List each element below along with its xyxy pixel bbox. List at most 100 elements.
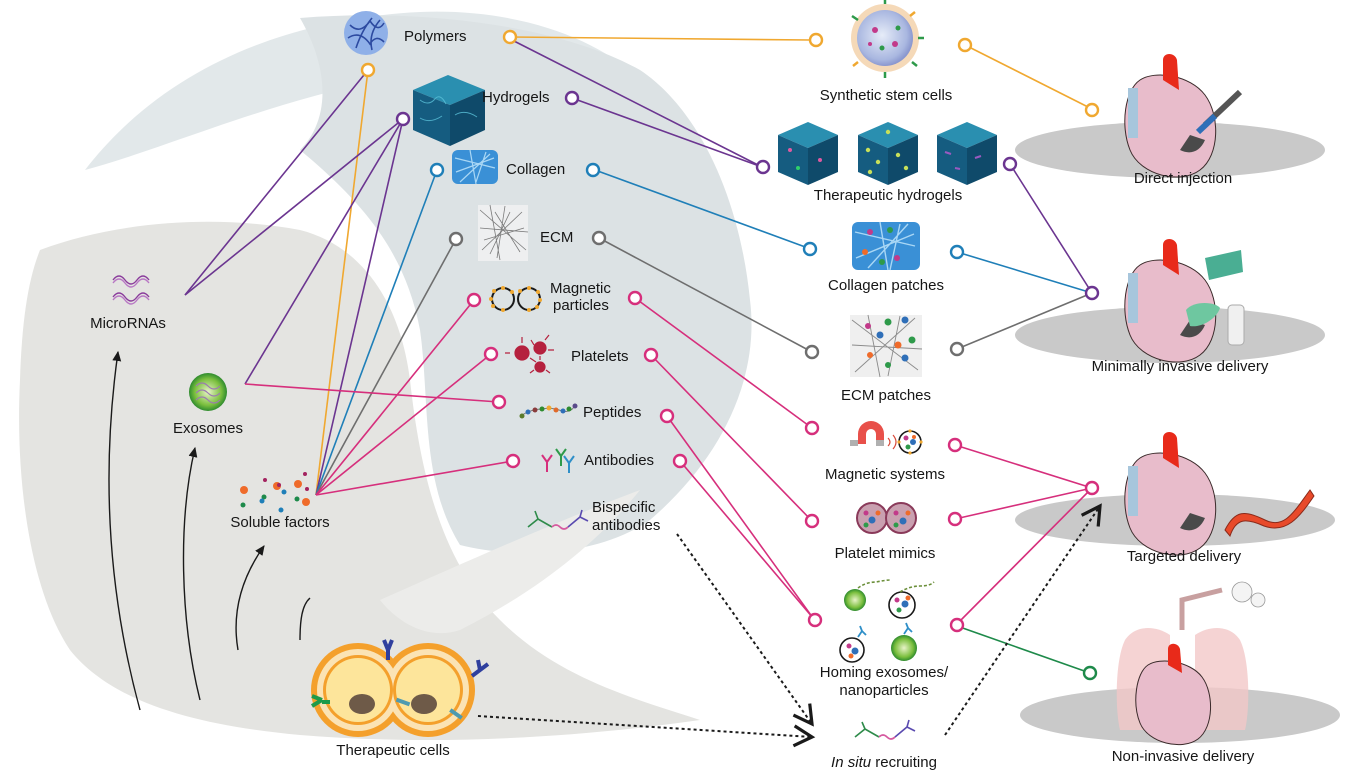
connectors [184,36,1093,674]
node-antibodies-right[interactable] [672,453,688,469]
line-platelets-mimics [650,354,813,522]
peptides-icon [519,403,578,419]
node-collagen-right[interactable] [585,162,601,178]
label-peptides: Peptides [583,404,642,421]
line-polymers-therhydrogels [511,39,763,168]
node-antibodies-left[interactable] [505,453,521,469]
node-synthetic-left[interactable] [808,32,824,48]
connector-nodes [360,29,1100,681]
soluble-factors-icon [240,472,310,513]
collagen-icon [452,149,498,185]
magnetic-systems-icon [850,421,923,455]
node-platelets-right[interactable] [643,347,659,363]
line-ecm-ecmpatches [598,237,813,353]
node-homing-left[interactable] [807,612,823,628]
ecm-icon [478,204,529,261]
antibodies-icon [541,448,575,473]
polymers-icon [344,11,388,55]
line-soluble-ecm [315,238,457,496]
platelets-icon [505,334,554,374]
label-magnetic-systems: Magnetic systems [824,466,946,483]
line-exo-hydrogels [244,118,404,385]
line-soluble-hydrogels [315,118,404,496]
homing-exosomes-icon [839,579,935,663]
node-magsystems-left[interactable] [804,420,820,436]
line-collagen-patches [594,169,809,249]
line-microrna-polymers [184,69,369,296]
node-ecmpatch-left[interactable] [804,344,820,360]
label-soluble-factors: Soluble factors [230,514,330,531]
line-mimics-targeted [954,487,1093,520]
label-in-situ-rest: recruiting [871,754,937,771]
line-collagenpatch-minimal [956,251,1093,294]
exosome-icon [189,373,227,411]
node-therhydrogels-right[interactable] [1002,156,1018,172]
line-therhydrogels-minimal [1009,163,1093,294]
node-mimics-right[interactable] [947,511,963,527]
node-synthetic-right[interactable] [957,37,973,53]
label-micrornas: MicroRNAs [90,315,166,332]
heart-minimally-invasive-icon [1124,239,1245,363]
label-magnetic-particles-1: Magnetic [550,280,611,297]
node-hydrogels-left[interactable] [395,111,411,127]
node-ecm-right[interactable] [591,230,607,246]
node-minimally-invasive[interactable] [1084,285,1100,301]
node-peptides-left[interactable] [491,394,507,410]
line-hydrogels-therhydrogels [571,97,763,168]
label-collagen: Collagen [506,161,566,178]
label-bispecific-2: antibodies [592,517,661,534]
label-in-situ-recruiting: In situ recruiting [831,754,937,772]
node-ecm-left[interactable] [448,231,464,247]
line-soluble-magnetic [315,299,475,496]
ecm-patch-icon [850,314,923,378]
node-targeted-delivery[interactable] [1084,480,1100,496]
line-soluble-collagen [315,169,438,496]
node-mimics-left[interactable] [804,513,820,529]
label-polymers: Polymers [404,28,467,45]
label-targeted-delivery: Targeted delivery [1126,548,1242,565]
node-platelets-left[interactable] [483,346,499,362]
dashed-arrows [477,503,1102,748]
arrow-cells-soluble-2 [299,597,311,641]
node-collagen-left[interactable] [429,162,445,178]
label-synthetic-stem-cells: Synthetic stem cells [819,87,953,104]
node-magnetic-right[interactable] [627,290,643,306]
node-ecmpatch-right[interactable] [949,341,965,357]
node-homing-right[interactable] [949,617,965,633]
node-direct-injection[interactable] [1084,102,1100,118]
node-therhydrogels-left[interactable] [755,159,771,175]
in-situ-recruiting-icon [854,719,916,740]
arrow-cells-insitu [477,715,816,748]
line-homing-noninvasive [956,625,1091,674]
therapeutic-hydrogels-icon [778,122,997,185]
heart-non-invasive-delivery-icon [1116,581,1266,746]
swirl-left [19,221,701,740]
heart-direct-injection-icon [1124,54,1243,178]
line-synthetic-direct [964,44,1091,109]
node-polymers-below[interactable] [360,62,376,78]
bispecific-antibodies-icon [527,509,589,530]
line-exo-peptides [244,383,500,403]
node-collagenpatch-right[interactable] [949,244,965,260]
node-peptides-right[interactable] [659,408,675,424]
node-noninvasive-delivery[interactable] [1082,665,1098,681]
node-magnetic-left[interactable] [466,292,482,308]
label-collagen-patches: Collagen patches [828,277,944,294]
label-homing-1: Homing exosomes/ [819,664,949,681]
node-collagenpatch-left[interactable] [802,241,818,257]
node-hydrogels-right[interactable] [564,90,580,106]
label-platelets: Platelets [571,348,629,365]
label-non-invasive-delivery: Non-invasive delivery [1111,748,1255,765]
arrow-bispecific-insitu [676,533,814,727]
line-soluble-platelets [315,353,492,496]
microrna-icon [112,275,150,305]
node-magsystems-right[interactable] [947,437,963,453]
node-polymers-right[interactable] [502,29,518,45]
label-bispecific-1: Bispecific [592,499,656,516]
label-platelet-mimics: Platelet mimics [834,545,936,562]
line-antibodies-homing [679,460,814,619]
line-softfactors-polymers [315,69,369,496]
arrow-cells-soluble [235,545,265,651]
arrow-cells-exosomes [182,446,201,701]
